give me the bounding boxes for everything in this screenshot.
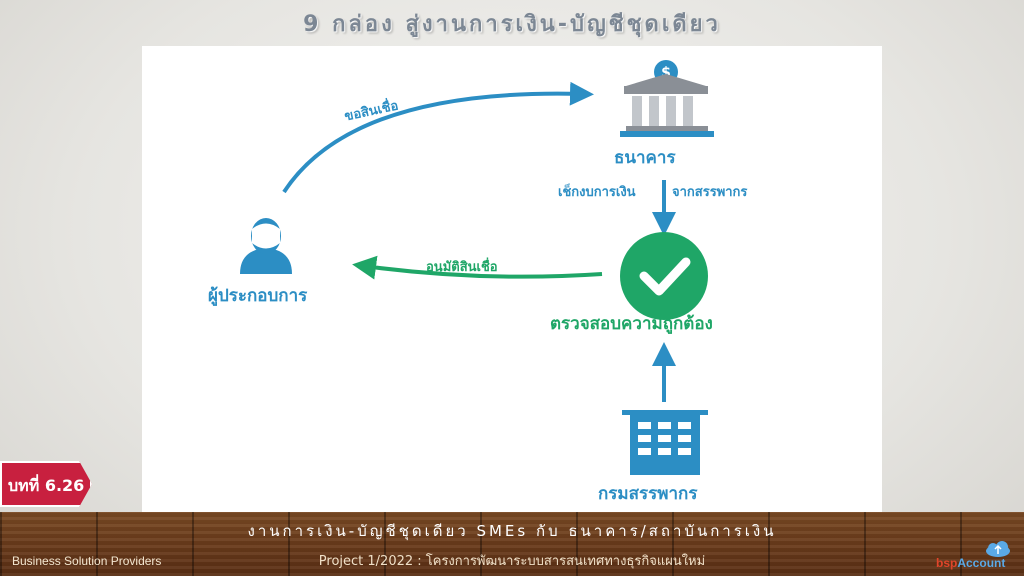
edge-label-approve-credit: อนุมัติสินเชื่อ [426,260,498,275]
edge-label-check-finance: เช็กงบการเงิน [558,185,636,200]
person-icon [240,218,292,274]
arrow-request-credit [282,81,594,194]
node-label-bank: ธนาคาร [614,148,676,168]
logo-prefix: bsp [936,556,958,570]
bank-building-icon: $ [620,60,714,137]
footer-bar [0,512,1024,576]
footer-title: งานการเงิน-บัญชีชุดเดียว SMEs กับ ธนาคาร… [247,522,777,540]
slide-title: 9 กล่อง สู่งานการเงิน-บัญชีชุดเดียว [303,12,721,37]
check-circle-icon [620,232,708,320]
edge-label-from-revenue: จากสรรพากร [672,185,748,200]
node-label-verify: ตรวจสอบความถูกต้อง [550,314,713,334]
bsp-account-logo: bspAccount [936,540,1020,572]
diagram-canvas: $ [240,60,714,475]
logo-suffix: Account [957,556,1006,570]
logo-text: bspAccount [936,556,1005,570]
diagram-panel: $ [142,46,882,516]
cloud-upload-icon [986,541,1010,557]
footer-project: Project 1/2022 : โครงการพัฒนาระบบสารสนเท… [318,554,706,569]
node-label-entrepreneur: ผู้ประกอบการ [208,286,308,306]
svg-text:$: $ [661,65,671,81]
node-label-revenue-dept: กรมสรรพากร [598,484,698,504]
arrow-approve-credit [352,255,603,280]
lesson-badge: บทที่ 6.26 [0,461,92,507]
lesson-badge-text: บทที่ 6.26 [8,476,85,495]
footer-company: Business Solution Providers [12,554,162,568]
office-building-icon [622,410,708,475]
